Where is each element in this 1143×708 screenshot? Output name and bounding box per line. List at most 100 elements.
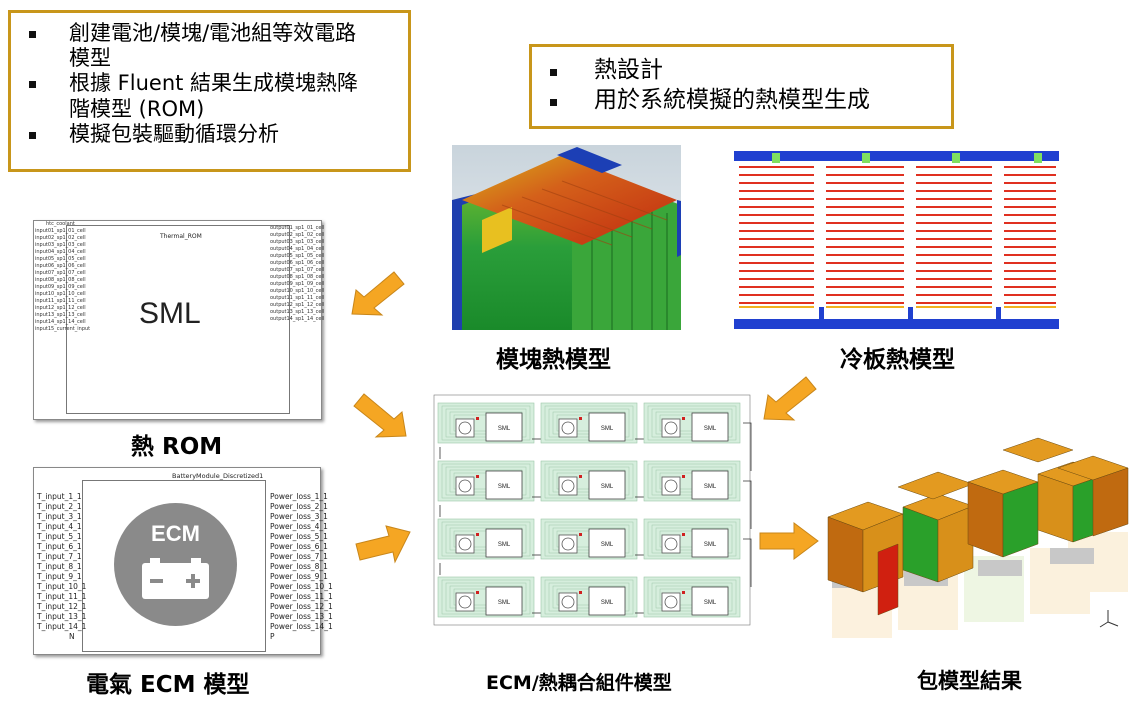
- features-list: 創建電池/模塊/電池組等效電路模型 根據 Fluent 結果生成模塊熱降階模型 …: [11, 21, 408, 147]
- ecm-output: Power_loss_8_1: [270, 562, 328, 571]
- pack-result-image: [818, 432, 1136, 642]
- rom-output: output13_sp1_13_cell: [270, 309, 325, 315]
- rom-output: output01_sp1_01_cell: [270, 225, 325, 231]
- ecm-output: Power_loss_13_1: [270, 612, 333, 621]
- ecm-output: Power_loss_14_1: [270, 622, 333, 631]
- ecm-title: BatteryModule_Discretized1: [172, 472, 264, 480]
- ecm-output: Power_loss_5_1: [270, 532, 328, 541]
- rom-output: output06_sp1_06_cell: [270, 260, 325, 266]
- arrow-coldplate-to-assembly-icon: [763, 376, 817, 421]
- ecm-input: T_input_13_1: [37, 612, 87, 621]
- coldplate-image: [734, 147, 1059, 329]
- rom-input: input02_sp1_02_cell: [35, 235, 86, 241]
- ecm-input: T_input_14_1: [37, 622, 87, 631]
- thermal-box: 熱設計 用於系統模擬的熱模型生成: [529, 44, 954, 129]
- ecm-input: T_input_3_1: [37, 512, 82, 521]
- ecm-input: T_input_2_1: [37, 502, 82, 511]
- ecm-input: T_input_9_1: [37, 572, 82, 581]
- arrow-to-pack-icon: [759, 522, 819, 560]
- ecm-input: T_input_12_1: [37, 602, 87, 611]
- assembly-cell: SML: [437, 576, 535, 618]
- assembly-sml-label: SML: [498, 600, 511, 606]
- ecm-input: T_input_10_1: [37, 582, 87, 591]
- ecm-input: N: [69, 632, 75, 641]
- rom-output: output07_sp1_07_cell: [270, 267, 325, 273]
- ecm-input: T_input_8_1: [37, 562, 82, 571]
- rom-output: output08_sp1_08_cell: [270, 274, 325, 280]
- assembly-cell: SML: [540, 460, 638, 502]
- arrow-ecm-to-assembly-icon: [355, 525, 411, 564]
- ecm-output: P: [270, 632, 275, 641]
- rom-output: output03_sp1_03_cell: [270, 239, 325, 245]
- caption-thermal-rom: 熱 ROM: [131, 434, 223, 460]
- rom-input: input08_sp1_08_cell: [35, 277, 86, 283]
- ecm-input: T_input_5_1: [37, 532, 82, 541]
- rom-output: output10_sp1_10_cell: [270, 288, 325, 294]
- assembly-cell: SML: [437, 518, 535, 560]
- assembly-sml-label: SML: [601, 600, 614, 606]
- ecm-input: T_input_4_1: [37, 522, 82, 531]
- thermal-list: 熱設計 用於系統模擬的熱模型生成: [532, 57, 951, 114]
- ecm-icon-label: ECM: [151, 521, 200, 546]
- ecm-input: T_input_1_1: [37, 492, 82, 501]
- caption-module-thermal: 模塊熱模型: [496, 347, 611, 373]
- ecm-output: Power_loss_6_1: [270, 542, 328, 551]
- caption-coldplate: 冷板熱模型: [840, 347, 955, 373]
- caption-pack: 包模型結果: [917, 669, 1022, 693]
- assembly-cell: SML: [540, 402, 638, 444]
- assembly-sml-label: SML: [498, 542, 511, 548]
- ecm-output: Power_loss_10_1: [270, 582, 333, 591]
- rom-input: input04_sp1_04_cell: [35, 249, 86, 255]
- arrow-to-rom-icon: [351, 271, 405, 316]
- ecm-output: Power_loss_12_1: [270, 602, 333, 611]
- rom-sml-label: SML: [139, 297, 201, 330]
- rom-output: output14_sp1_14_cell: [270, 316, 325, 322]
- ecm-inputs: T_input_1_1 T_input_2_1 T_input_3_1 T_in…: [37, 492, 86, 642]
- caption-ecm: 電氣 ECM 模型: [86, 672, 250, 698]
- rom-input: input03_sp1_03_cell: [35, 242, 86, 248]
- rom-inputs: input01_sp1_01_cell input02_sp1_02_cell …: [35, 228, 90, 333]
- rom-input: input10_sp1_10_cell: [35, 291, 86, 297]
- assembly-cell: SML: [437, 402, 535, 444]
- ecm-input: T_input_7_1: [37, 552, 82, 561]
- thermal-rom-panel: Thermal_ROM htc_coolant input01_sp1_01_c…: [33, 220, 325, 420]
- rom-input: input06_sp1_06_cell: [35, 263, 86, 269]
- thermal-item: 用於系統模擬的熱模型生成: [532, 87, 951, 115]
- caption-assembly: ECM/熱耦合組件模型: [486, 672, 672, 694]
- assembly-sml-label: SML: [498, 426, 511, 432]
- ecm-panel: BatteryModule_Discretized1 T_input_1_1 T…: [33, 467, 333, 655]
- assembly-sml-label: SML: [704, 426, 717, 432]
- rom-title: Thermal_ROM: [160, 233, 202, 240]
- ecm-output: Power_loss_4_1: [270, 522, 328, 531]
- ecm-output: Power_loss_2_1: [270, 502, 328, 511]
- assembly-cell: SML: [643, 460, 741, 502]
- rom-output: output12_sp1_12_cell: [270, 302, 325, 308]
- assembly-cell: SML: [643, 402, 741, 444]
- rom-output: output04_sp1_04_cell: [270, 246, 325, 252]
- rom-input: input13_sp1_13_cell: [35, 312, 86, 318]
- assembly-sml-label: SML: [704, 600, 717, 606]
- rom-input: input15_current_input: [35, 326, 91, 332]
- assembly-sml-label: SML: [498, 484, 511, 490]
- assembly-sml-label: SML: [704, 542, 717, 548]
- assembly-sml-label: SML: [601, 542, 614, 548]
- ecm-outputs: Power_loss_1_1 Power_loss_2_1 Power_loss…: [270, 492, 333, 642]
- rom-output: output05_sp1_05_cell: [270, 253, 325, 259]
- rom-input: input09_sp1_09_cell: [35, 284, 86, 290]
- assembly-cell: SML: [643, 576, 741, 618]
- rom-input: input01_sp1_01_cell: [35, 228, 86, 234]
- rom-output: output09_sp1_09_cell: [270, 281, 325, 287]
- module-thermal-image: [452, 145, 681, 330]
- features-box: 創建電池/模塊/電池組等效電路模型 根據 Fluent 結果生成模塊熱降階模型 …: [8, 10, 411, 172]
- assembly-cell: SML: [540, 518, 638, 560]
- rom-output: output02_sp1_02_cell: [270, 232, 325, 238]
- rom-input: input12_sp1_12_cell: [35, 305, 86, 311]
- ecm-output: Power_loss_9_1: [270, 572, 328, 581]
- thermal-item: 熱設計: [532, 57, 951, 85]
- assembly-sml-label: SML: [601, 426, 614, 432]
- feature-item: 模擬包裝驅動循環分析: [11, 122, 408, 147]
- assembly-cell: SML: [643, 518, 741, 560]
- ecm-input: T_input_6_1: [37, 542, 82, 551]
- assembly-cell: SML: [437, 460, 535, 502]
